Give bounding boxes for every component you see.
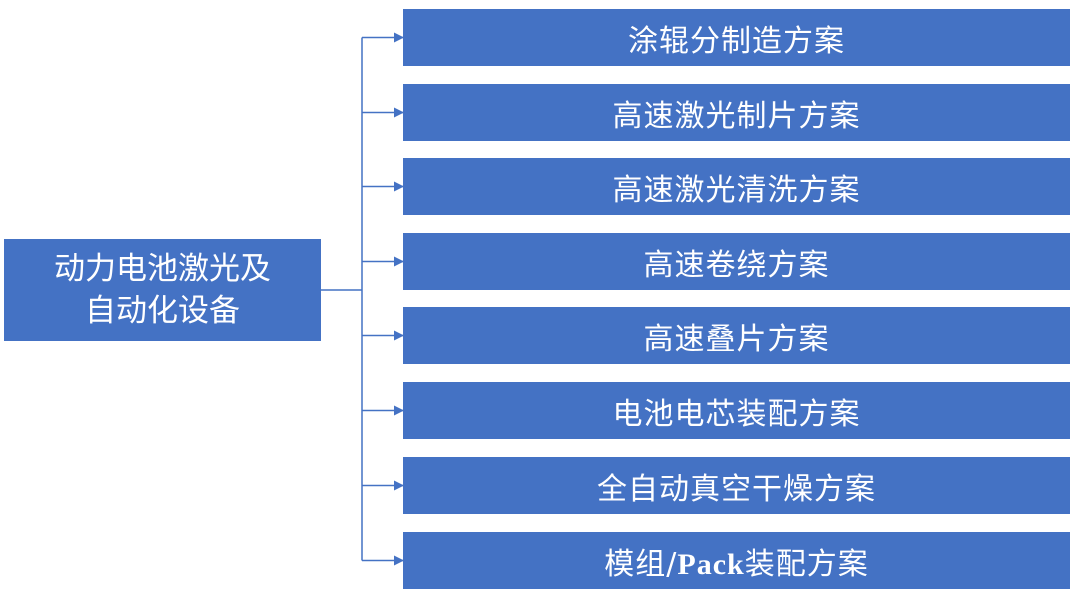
child-label-prefix: 模组/: [604, 546, 678, 582]
child-label-suffix: 装配方案: [744, 546, 869, 582]
child-label: 全自动真空干燥方案: [597, 471, 876, 507]
child-node-pack-assembly: 模组/Pack装配方案: [403, 532, 1070, 589]
child-label: 高速叠片方案: [643, 321, 830, 357]
child-label: 高速卷绕方案: [643, 247, 830, 283]
child-node-coating: 涂辊分制造方案: [403, 9, 1070, 66]
child-label: 电池电芯装配方案: [612, 396, 861, 432]
child-label: 高速激光制片方案: [612, 98, 861, 134]
child-label: 高速激光清洗方案: [612, 172, 861, 208]
child-label: 模组/Pack装配方案: [604, 539, 868, 583]
root-label-line2: 自动化设备: [85, 293, 240, 329]
child-node-laser-cutting: 高速激光制片方案: [403, 84, 1070, 141]
child-label: 涂辊分制造方案: [628, 23, 845, 59]
child-label-latin: Pack: [677, 547, 745, 581]
child-node-vacuum-drying: 全自动真空干燥方案: [403, 457, 1070, 514]
child-node-winding: 高速卷绕方案: [403, 233, 1070, 290]
child-node-laser-cleaning: 高速激光清洗方案: [403, 158, 1070, 215]
root-node: 动力电池激光及 自动化设备: [4, 239, 321, 341]
child-node-cell-assembly: 电池电芯装配方案: [403, 382, 1070, 439]
root-label-line1: 动力电池激光及: [54, 251, 271, 287]
child-node-stacking: 高速叠片方案: [403, 307, 1070, 364]
